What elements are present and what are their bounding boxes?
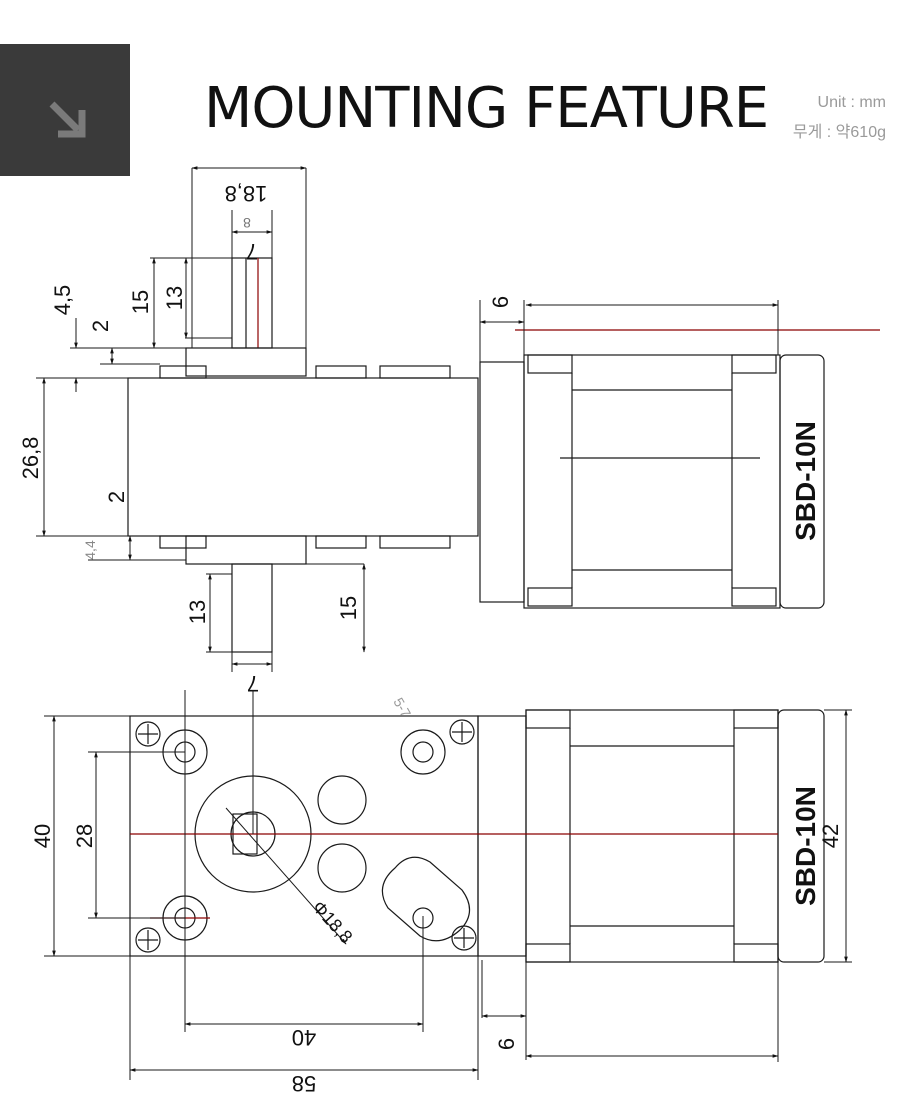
- lower-shaft: [231, 563, 273, 653]
- unit-label: Unit : mm: [817, 94, 886, 111]
- dim-flange-6: 6: [488, 296, 513, 308]
- front-motor-endcap: [777, 709, 825, 963]
- arrow-down-right-icon: [49, 101, 86, 138]
- weight-label: 무게 : 약610g: [792, 124, 886, 141]
- gearbox-body: [127, 377, 479, 537]
- dim-h-2: 2: [88, 320, 113, 332]
- mount-hole: [400, 729, 446, 775]
- dim-shaft-key: 7: [246, 239, 258, 264]
- screw-icon: [135, 721, 161, 747]
- side-dimensions: [36, 166, 779, 672]
- front-dimension-labels: 40 28 40 58 Φ18,8 6 42 5-7: [30, 695, 843, 1096]
- dim-mid-2: 2: [104, 491, 129, 503]
- dim-bottom-7: 7: [247, 671, 259, 696]
- dim-body-26-8: 26,8: [18, 437, 43, 480]
- upper-shaft: [231, 257, 273, 349]
- dim-width-58: 58: [292, 1071, 316, 1096]
- dim-motor-42: 42: [818, 824, 843, 848]
- dim-bottom-13: 13: [185, 600, 210, 624]
- size-badge-label: SIZE: [29, 172, 100, 205]
- front-view: [129, 709, 825, 963]
- dim-top-width: 18,8: [225, 181, 268, 206]
- front-model-label: SBD-10N: [790, 786, 821, 906]
- dim-shaft-small: 8: [243, 215, 251, 231]
- side-model-label: SBD-10N: [790, 421, 821, 541]
- dim-hole-pitch-40: 40: [292, 1025, 316, 1050]
- motor-endcap: [779, 354, 825, 609]
- size-badge: SIZE: [0, 44, 130, 205]
- front-motor-body: [525, 709, 779, 963]
- dim-h-40: 40: [30, 824, 55, 848]
- upper-boss: [185, 347, 307, 377]
- side-view: [127, 257, 880, 653]
- lower-boss: [185, 535, 307, 565]
- dim-h-13: 13: [162, 286, 187, 310]
- screw-icon: [449, 719, 475, 745]
- side-dimension-labels: 18,8 8 7 4,5 2 15 13 26,8 2 4,4 13 15 7 …: [18, 181, 513, 696]
- dim-h-15: 15: [128, 290, 153, 314]
- slotted-hole: [381, 856, 471, 942]
- unit-info: Unit : mm 무게 : 약610g: [793, 88, 886, 148]
- dim-bottom-15: 15: [336, 596, 361, 620]
- dim-bore-dia: Φ18,8: [308, 897, 356, 947]
- motor-flange: [479, 361, 525, 603]
- front-dimensions: [44, 690, 852, 1080]
- screw-icon: [451, 925, 477, 951]
- dim-bottom-4-4: 4,4: [82, 540, 98, 560]
- page-title: MOUNTING FEATURE: [204, 76, 769, 141]
- dim-h-28: 28: [72, 824, 97, 848]
- screw-icon: [135, 927, 161, 953]
- dim-flange-6-front: 6: [494, 1038, 519, 1050]
- dim-h-4-5: 4,5: [50, 285, 75, 316]
- front-flange: [477, 715, 527, 957]
